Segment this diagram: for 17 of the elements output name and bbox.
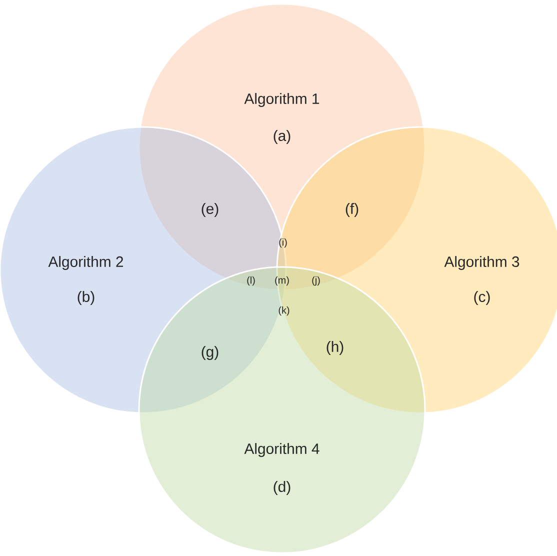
region-label: (j) (312, 276, 320, 286)
region-label: (f) (346, 203, 358, 217)
region-label: (k) (278, 306, 290, 316)
circle-label: (d) (274, 481, 290, 495)
region-label: (e) (202, 203, 218, 217)
region-label: (l) (247, 276, 255, 286)
circle-label: Algorithm 1 (244, 93, 320, 107)
circle-label: Algorithm 4 (244, 443, 320, 457)
circle-label: (a) (274, 130, 290, 144)
region-label: (m) (275, 276, 289, 286)
circle-label: (b) (78, 291, 94, 305)
circle-label: Algorithm 3 (444, 256, 520, 270)
region-label: (h) (326, 341, 344, 355)
circle-label: Algorithm 2 (48, 256, 124, 270)
region-label: (g) (202, 346, 218, 360)
region-label: (i) (279, 238, 287, 248)
circle-label: (c) (474, 291, 490, 305)
